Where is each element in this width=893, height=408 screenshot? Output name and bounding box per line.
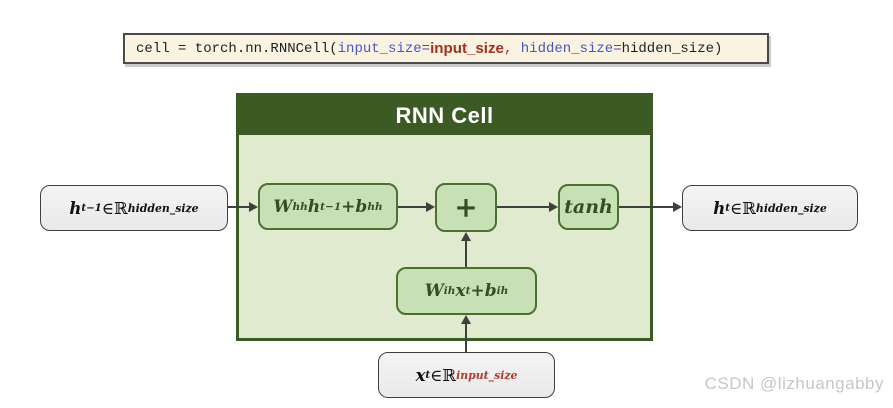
arrow-line xyxy=(619,206,674,208)
arrow-line xyxy=(465,323,467,352)
arrow-line xyxy=(398,206,428,208)
arrow-head-icon xyxy=(426,202,435,212)
arrow-head-icon xyxy=(461,232,471,241)
arrow-line xyxy=(497,206,550,208)
arrow-head-icon xyxy=(461,315,471,324)
arrow-head-icon xyxy=(549,202,558,212)
rnn-cell-header: RNN Cell xyxy=(239,96,650,135)
arrow-head-icon xyxy=(249,202,258,212)
arrow-head-icon xyxy=(673,202,682,212)
node-tanh: tanh xyxy=(558,184,619,230)
node-sum: + xyxy=(435,183,497,232)
csdn-watermark: CSDN @lizhuangabby xyxy=(704,374,884,393)
arrow-line xyxy=(465,240,467,267)
rnn-cell-title: RNN Cell xyxy=(395,102,494,128)
arrow-line xyxy=(228,206,251,208)
code-snippet: cell = torch.nn.RNNCell(input_size=input… xyxy=(123,33,769,64)
